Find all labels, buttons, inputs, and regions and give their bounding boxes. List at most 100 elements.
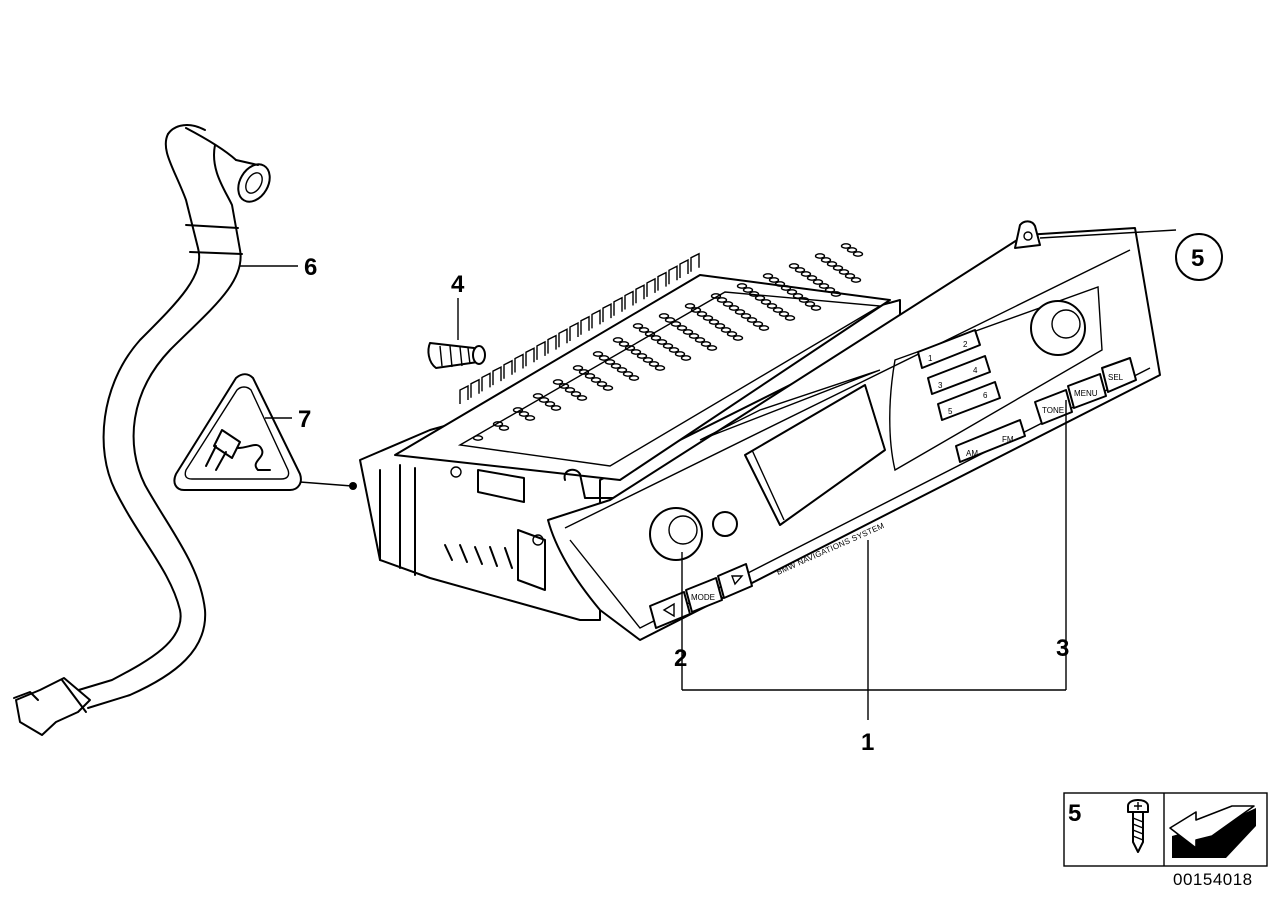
vent-hole bbox=[618, 341, 630, 347]
vent-hole bbox=[636, 353, 648, 359]
vent-hole bbox=[624, 345, 636, 351]
vent-hole bbox=[664, 317, 676, 323]
vent-hole bbox=[644, 331, 656, 337]
cooling-fin bbox=[536, 340, 546, 360]
vent-hole bbox=[612, 337, 624, 343]
cooling-fin bbox=[613, 296, 623, 316]
vent-hole bbox=[812, 279, 824, 285]
tuning-knob-right bbox=[1030, 300, 1086, 356]
vent-hole bbox=[544, 401, 556, 407]
vent-hole bbox=[630, 349, 642, 355]
callout-5: 5 bbox=[1191, 245, 1204, 272]
cooling-fin bbox=[525, 347, 535, 367]
vent-hole bbox=[774, 281, 786, 287]
vent-hole bbox=[754, 295, 766, 301]
vent-hole bbox=[832, 265, 844, 271]
cooling-fin bbox=[624, 290, 634, 310]
cooling-fin bbox=[679, 258, 689, 278]
cooling-fin bbox=[547, 334, 557, 354]
vent-hole bbox=[572, 365, 584, 371]
right-function-buttons: TONE MENU SEL bbox=[1034, 357, 1137, 425]
cooling-fin bbox=[635, 284, 645, 304]
preset-label-4: 4 bbox=[973, 366, 978, 375]
vent-hole bbox=[716, 297, 728, 303]
vent-hole bbox=[576, 395, 588, 401]
vent-hole bbox=[838, 269, 850, 275]
vent-hole bbox=[818, 283, 830, 289]
vent-hole bbox=[592, 351, 604, 357]
preset-label-3: 3 bbox=[938, 381, 943, 390]
band-label-am: AM bbox=[966, 449, 978, 458]
vent-hole bbox=[662, 343, 674, 349]
vent-hole bbox=[690, 307, 702, 313]
callout-6: 6 bbox=[304, 254, 317, 281]
vent-hole bbox=[778, 311, 790, 317]
vent-hole bbox=[598, 355, 610, 361]
preset-buttons: 1 2 3 4 5 6 bbox=[917, 329, 1001, 421]
cooling-fin bbox=[459, 384, 469, 404]
vent-hole bbox=[654, 365, 666, 371]
vent-hole bbox=[748, 291, 760, 297]
vent-hole bbox=[850, 277, 862, 283]
vent-hole bbox=[710, 293, 722, 299]
vent-hole bbox=[826, 261, 838, 267]
vent-hole bbox=[648, 361, 660, 367]
vent-hole bbox=[820, 257, 832, 263]
vent-hole bbox=[844, 273, 856, 279]
vent-hole bbox=[740, 313, 752, 319]
plug-icon bbox=[205, 429, 271, 471]
vent-hole bbox=[602, 385, 614, 391]
cooling-fin bbox=[668, 265, 678, 285]
vent-hole bbox=[512, 407, 524, 413]
vent-hole bbox=[706, 345, 718, 351]
preset-label-6: 6 bbox=[983, 391, 988, 400]
knob-cap bbox=[427, 342, 486, 369]
reference-id: 00154018 bbox=[1173, 870, 1253, 889]
cooling-fin bbox=[646, 277, 656, 297]
cooling-fin bbox=[558, 328, 568, 348]
vent-hole bbox=[532, 393, 544, 399]
vent-hole bbox=[830, 291, 842, 297]
cooling-fin bbox=[602, 302, 612, 323]
vent-hole bbox=[732, 335, 744, 341]
vent-hole bbox=[498, 425, 510, 431]
vent-hole bbox=[784, 315, 796, 321]
vent-hole bbox=[552, 379, 564, 385]
vent-hole bbox=[736, 283, 748, 289]
vent-hole bbox=[564, 387, 576, 393]
vent-hole bbox=[584, 373, 596, 379]
vent-hole bbox=[852, 251, 864, 257]
sel-label: SEL bbox=[1108, 373, 1124, 382]
vent-hole bbox=[794, 267, 806, 273]
vent-hole bbox=[570, 391, 582, 397]
mode-buttons: MODE bbox=[649, 563, 753, 629]
vent-hole bbox=[538, 397, 550, 403]
vent-hole bbox=[632, 323, 644, 329]
callout-1: 1 bbox=[861, 729, 874, 756]
vent-hole bbox=[780, 285, 792, 291]
vent-hole bbox=[804, 301, 816, 307]
vent-hole bbox=[742, 287, 754, 293]
vent-hole bbox=[622, 371, 634, 377]
callout-labels: 6 7 4 5 2 3 1 bbox=[298, 233, 1223, 756]
vent-hole bbox=[616, 367, 628, 373]
vent-hole bbox=[676, 325, 688, 331]
vent-hole bbox=[752, 321, 764, 327]
vent-hole bbox=[766, 303, 778, 309]
vent-hole bbox=[558, 383, 570, 389]
vent-hole bbox=[656, 339, 668, 345]
vent-hole bbox=[734, 309, 746, 315]
callout-2: 2 bbox=[674, 645, 687, 672]
cooling-fin bbox=[690, 252, 700, 272]
vent-hole bbox=[590, 377, 602, 383]
leader-lines bbox=[240, 229, 1177, 720]
vent-hole bbox=[814, 253, 826, 259]
screw-icon bbox=[1127, 799, 1149, 853]
vent-hole bbox=[806, 275, 818, 281]
vent-hole bbox=[720, 327, 732, 333]
vent-hole bbox=[824, 287, 836, 293]
vent-hole bbox=[846, 247, 858, 253]
cooling-fin bbox=[569, 321, 579, 341]
vent-hole bbox=[762, 273, 774, 279]
